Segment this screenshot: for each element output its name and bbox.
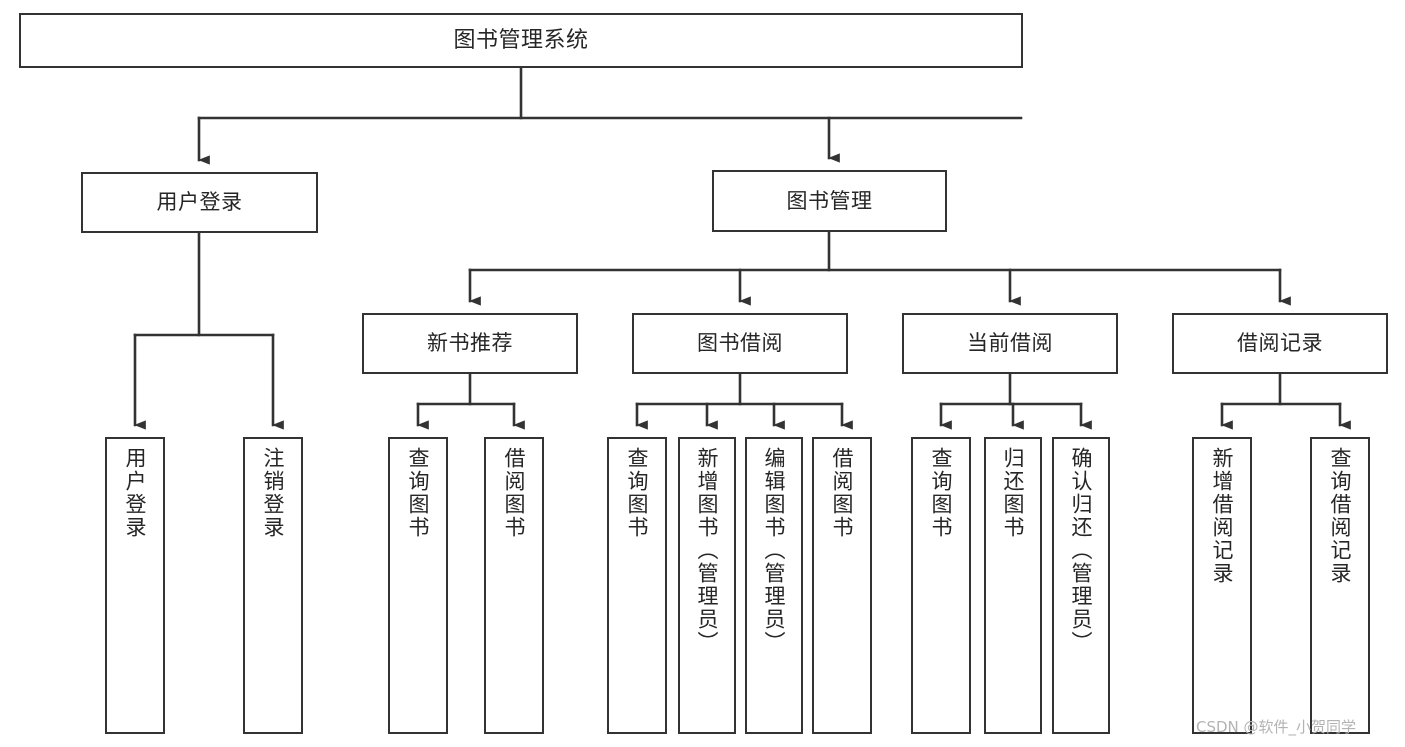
node-label: 归还图书 [1001,447,1026,539]
node-label: 新书推荐 [427,331,513,356]
node-label: 借阅图书 [830,447,855,539]
leaf-confirm-return-admin[interactable]: 确认归还（管理员） [1052,437,1110,734]
node-label: 借阅记录 [1237,331,1323,356]
leaf-query-book-recommend[interactable]: 查询图书 [388,437,448,734]
leaf-edit-book-admin[interactable]: 编辑图书（管理员） [745,437,803,734]
leaf-borrow-book[interactable]: 借阅图书 [812,437,872,734]
leaf-query-book-current[interactable]: 查询图书 [911,437,971,734]
leaf-user-login[interactable]: 用户登录 [105,437,165,734]
leaf-logout-login[interactable]: 注销登录 [243,437,303,734]
node-label: 用户登录 [156,190,243,215]
node-label: 查询图书 [929,447,954,539]
node-book-borrow[interactable]: 图书借阅 [632,313,848,374]
node-root-system[interactable]: 图书管理系统 [19,13,1023,68]
csdn-watermark: CSDN @软件_小贺同学 [1196,718,1357,736]
leaf-query-book-borrow[interactable]: 查询图书 [607,437,667,734]
node-book-management[interactable]: 图书管理 [712,170,947,232]
leaf-borrow-book-recommend[interactable]: 借阅图书 [484,437,544,734]
leaf-add-book-admin[interactable]: 新增图书（管理员） [678,437,736,734]
node-current-borrow[interactable]: 当前借阅 [902,313,1118,374]
node-borrow-record[interactable]: 借阅记录 [1172,313,1388,374]
node-user-login[interactable]: 用户登录 [81,172,318,233]
node-label: 图书管理系统 [453,27,589,53]
node-new-book-recommend[interactable]: 新书推荐 [362,313,578,374]
node-label: 用户登录 [123,447,148,539]
node-label: 新增图书（管理员） [695,447,720,654]
node-label: 当前借阅 [967,331,1053,356]
node-label: 确认归还（管理员） [1069,447,1094,654]
node-label: 注销登录 [261,447,286,539]
leaf-query-borrow-record[interactable]: 查询借阅记录 [1310,437,1370,734]
leaf-add-borrow-record[interactable]: 新增借阅记录 [1192,437,1252,734]
node-label: 图书管理 [786,188,873,213]
node-label: 查询借阅记录 [1328,447,1353,585]
node-label: 查询图书 [625,447,650,539]
node-label: 编辑图书（管理员） [762,447,787,654]
node-label: 图书借阅 [697,331,783,356]
leaf-return-book[interactable]: 归还图书 [984,437,1042,734]
node-label: 借阅图书 [502,447,527,539]
node-label: 新增借阅记录 [1210,447,1235,585]
node-label: 查询图书 [406,447,431,539]
